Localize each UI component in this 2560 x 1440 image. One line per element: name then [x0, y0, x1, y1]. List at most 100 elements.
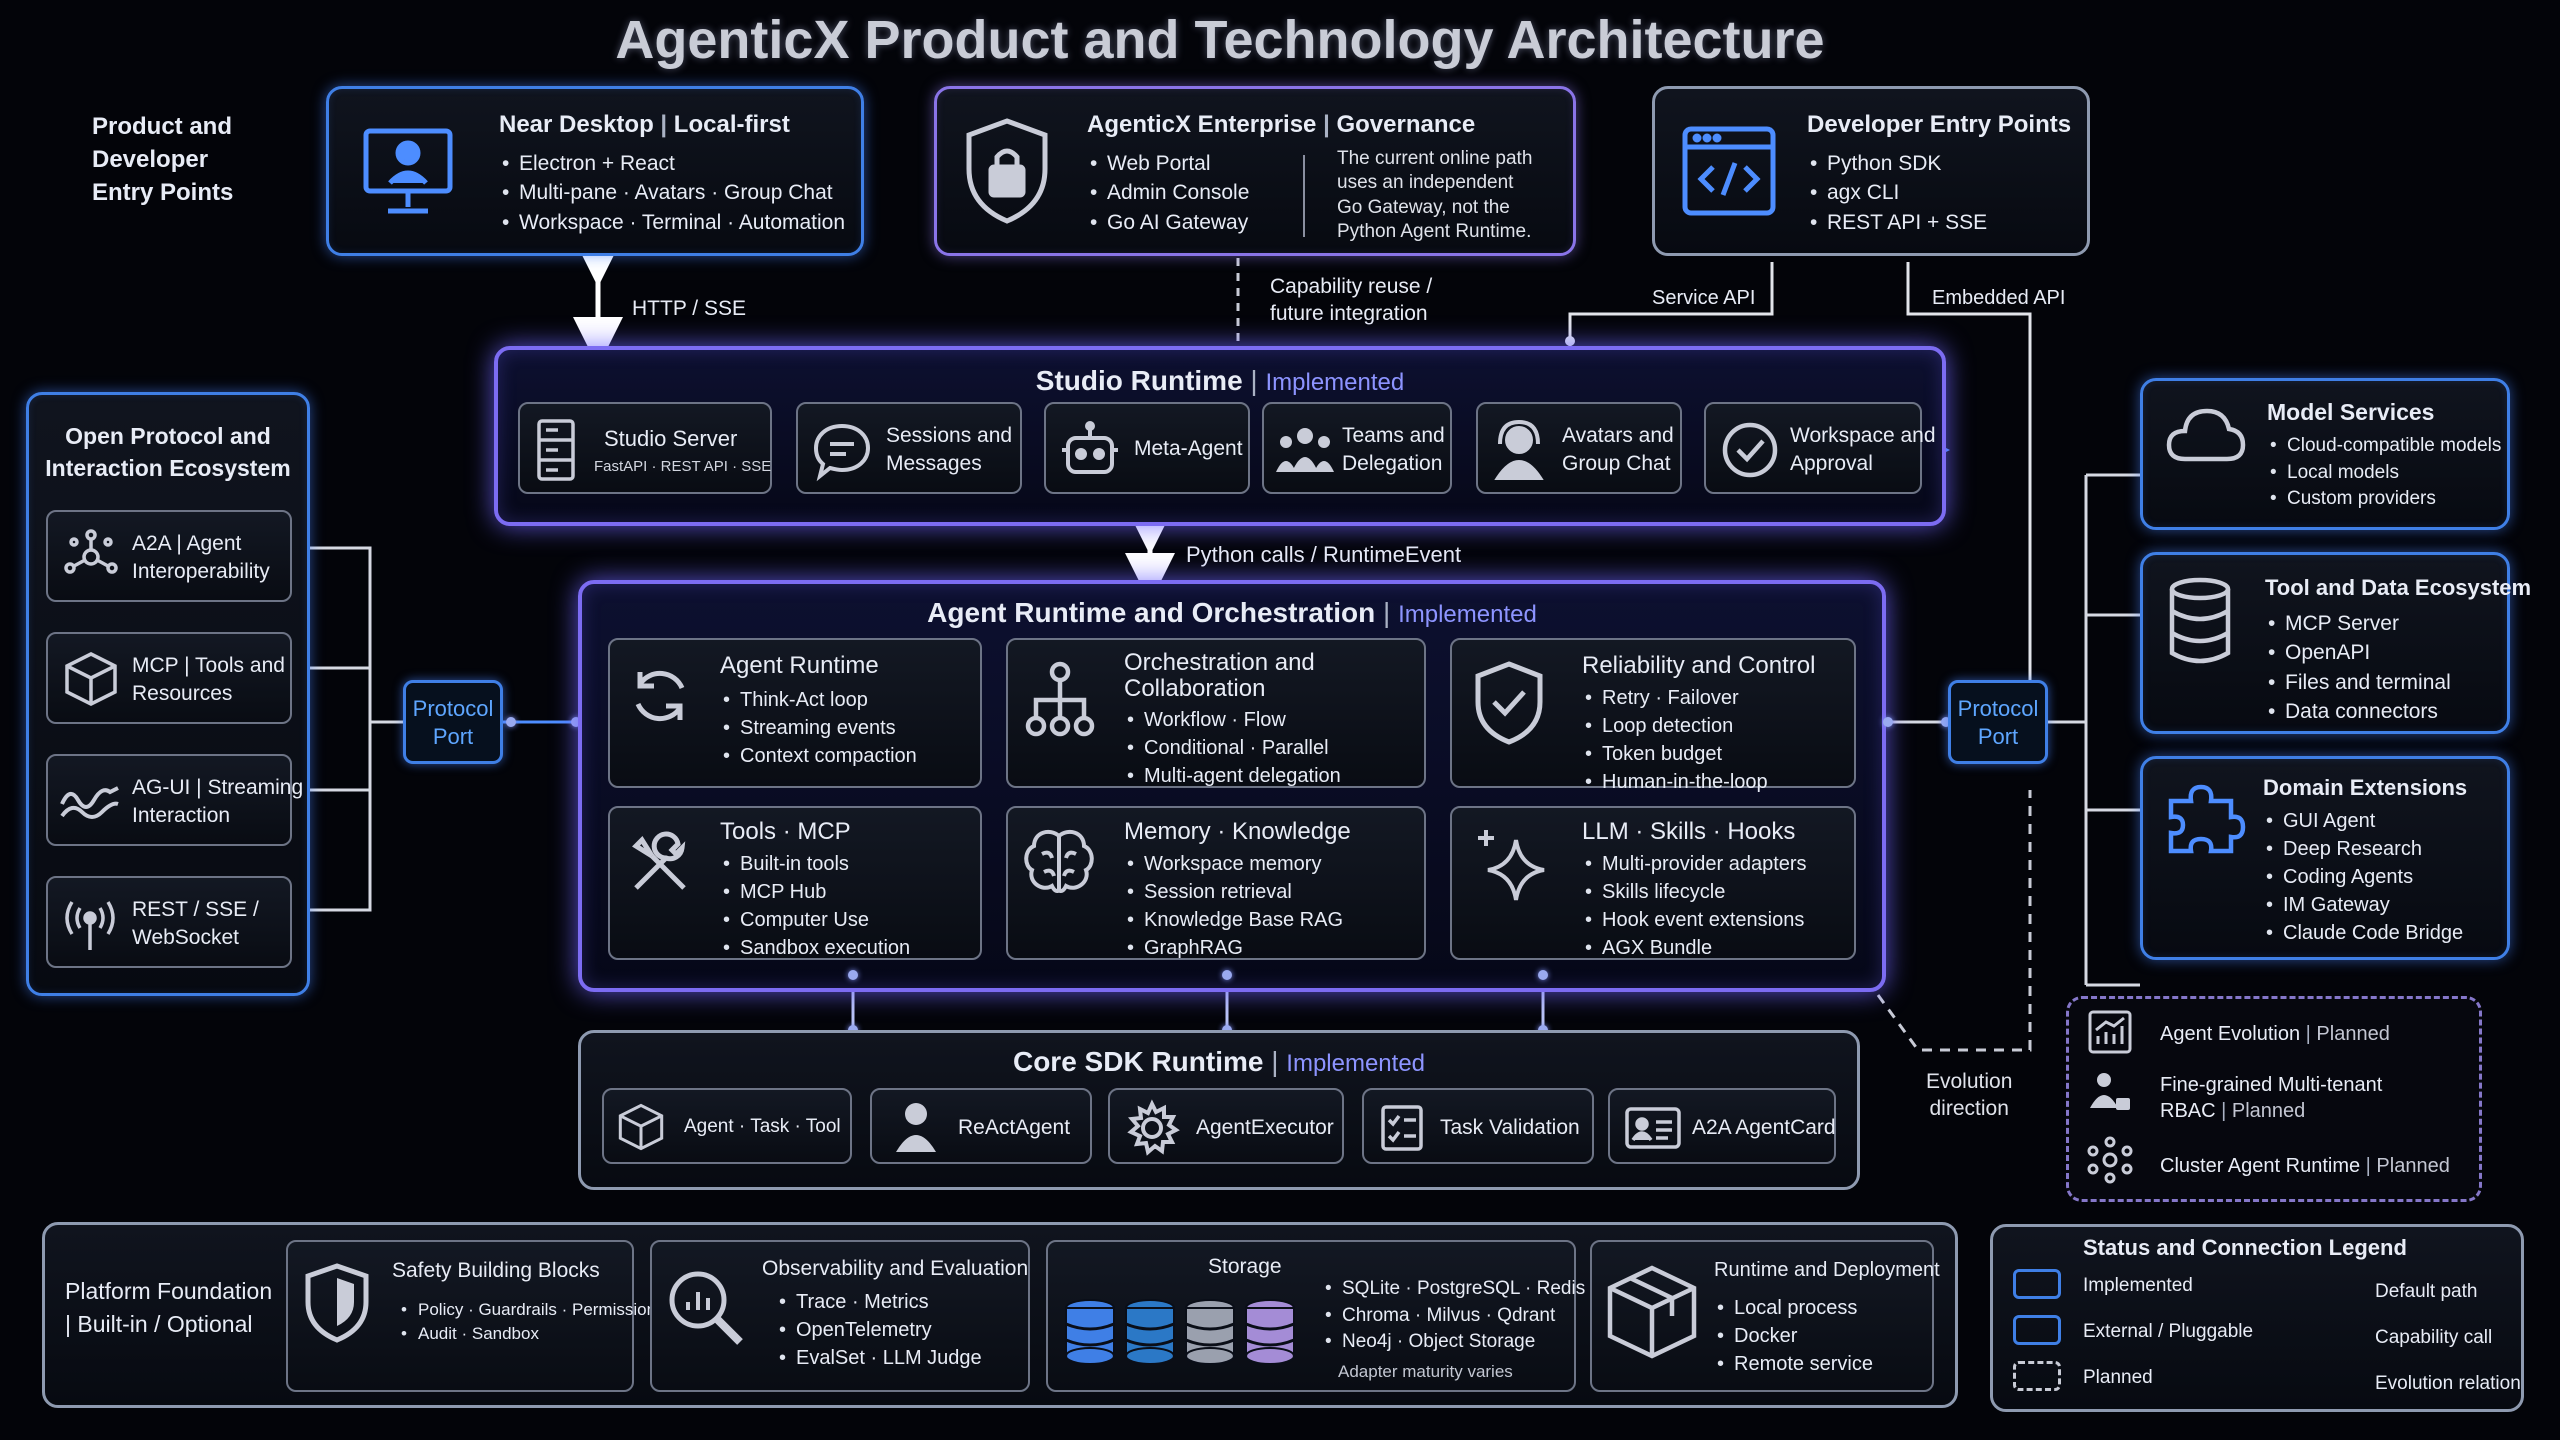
tool-data-bullets: MCP Server OpenAPI Files and terminal Da… [2267, 609, 2451, 727]
planned-features-panel[interactable] [2066, 996, 2482, 1202]
card-memory[interactable]: Memory · Knowledge Workspace memory Sess… [1006, 806, 1426, 962]
cube-icon [616, 1102, 666, 1152]
avatar-headset-icon [1492, 418, 1546, 480]
enterprise-bullets: Web Portal Admin Console Go AI Gateway [1089, 149, 1249, 238]
studio-runtime-title: Studio Runtime [1035, 365, 1243, 396]
model-services-bullets: Cloud-compatible models Local models Cus… [2269, 433, 2501, 513]
model-services-card[interactable]: Model Services Cloud-compatible models L… [2140, 378, 2510, 530]
server-icon [536, 418, 576, 482]
planned-agent-evolution: Agent Evolution | Planned [2160, 1023, 2390, 1045]
legend-planned: Planned [2083, 1367, 2153, 1388]
database-stack-icon [1062, 1298, 1298, 1368]
near-desktop-card[interactable]: Near Desktop | Local-first Electron + Re… [326, 86, 864, 256]
core-item-task-validation[interactable]: Task Validation [1362, 1088, 1594, 1164]
near-desktop-tag: Local-first [673, 111, 790, 138]
studio-server-label: Studio Server [604, 426, 738, 451]
platform-deployment[interactable]: Runtime and Deployment Local process Doc… [1590, 1240, 1940, 1392]
embedded-api-label: Embedded API [1932, 287, 2066, 309]
core-link-node-2 [1222, 970, 1232, 980]
safety-bullets: Policy · Guardrails · Permissions Audit … [400, 1298, 665, 1346]
checklist-icon [1380, 1104, 1424, 1152]
enterprise-card[interactable]: AgenticX Enterprise | Governance Web Por… [934, 86, 1576, 256]
legend-default-path: Default path [2375, 1281, 2478, 1302]
shield-lock-icon [963, 115, 1051, 227]
agent-runtime-right-node [1883, 717, 1893, 727]
legend-title: Status and Connection Legend [2083, 1235, 2407, 1260]
platform-foundation-label: Platform Foundation | Built-in / Optiona… [65, 1278, 273, 1338]
legend-capability-call: Capability call [2375, 1327, 2493, 1348]
tools-bullets: Built-in tools MCP Hub Computer Use Sand… [722, 850, 910, 962]
domain-extensions-card[interactable]: Domain Extensions GUI Agent Deep Researc… [2140, 756, 2510, 960]
agent-runtime-panel-title: Agent Runtime and Orchestration [927, 597, 1376, 628]
brain-icon [1022, 828, 1096, 898]
page-title: AgenticX Product and Technology Architec… [615, 10, 1825, 70]
puzzle-icon [2165, 783, 2246, 855]
enterprise-title: AgenticX Enterprise [1087, 111, 1317, 138]
legend-swatch-implemented [2013, 1269, 2061, 1299]
card-tools-mcp[interactable]: Tools · MCP Built-in tools MCP Hub Compu… [608, 806, 982, 962]
id-card-icon [1624, 1106, 1682, 1150]
domain-extensions-bullets: GUI Agent Deep Research Coding Agents IM… [2265, 807, 2463, 947]
studio-status: Implemented [1265, 369, 1405, 396]
trend-chart-icon [2088, 1010, 2132, 1054]
code-window-icon [1679, 123, 1779, 219]
core-agent-executor-label: AgentExecutor [1196, 1116, 1334, 1139]
check-circle-icon [1720, 420, 1780, 480]
llm-bullets: Multi-provider adapters Skills lifecycle… [1584, 850, 1806, 962]
tool-data-ecosystem-card[interactable]: Tool and Data Ecosystem MCP Server OpenA… [2140, 552, 2531, 734]
enterprise-note: The current online path uses an independ… [1337, 148, 1533, 242]
python-calls-label: Python calls / RuntimeEvent [1186, 542, 1462, 567]
platform-observability[interactable]: Observability and Evaluation Trace · Met… [650, 1240, 1030, 1392]
card-reliability[interactable]: Reliability and Control Retry · Failover… [1450, 638, 1856, 796]
left-port-node [506, 717, 516, 727]
studio-item-meta-agent[interactable]: Meta-Agent [1044, 402, 1250, 494]
developer-entry-card[interactable]: Developer Entry Points Python SDK agx CL… [1652, 86, 2090, 256]
core-item-agent-task-tool[interactable]: Agent · Task · Tool [602, 1088, 852, 1164]
agent-runtime-bullets: Think-Act loop Streaming events Context … [722, 686, 917, 770]
wrench-screwdriver-icon [626, 830, 694, 898]
core-item-a2a-agentcard[interactable]: A2A AgentCard [1608, 1088, 1836, 1164]
planned-cluster: Cluster Agent Runtime | Planned [2160, 1155, 2450, 1177]
platform-safety[interactable]: Safety Building Blocks Policy · Guardrai… [286, 1240, 665, 1392]
deployment-title: Runtime and Deployment [1714, 1259, 1940, 1281]
team-icon [1274, 422, 1336, 478]
meta-agent-label: Meta-Agent [1134, 437, 1243, 460]
card-llm-skills[interactable]: LLM · Skills · Hooks Multi-provider adap… [1450, 806, 1856, 962]
legend-panel: Status and Connection Legend Implemented… [1990, 1224, 2524, 1412]
platform-storage[interactable]: Storage SQLite · PostgreSQL · Redis Chro… [1046, 1240, 1585, 1392]
safety-title: Safety Building Blocks [392, 1259, 600, 1282]
studio-item-server[interactable]: Studio Server FastAPI · REST API · SSE [518, 402, 772, 494]
core-item-agent-executor[interactable]: AgentExecutor [1108, 1088, 1344, 1164]
http-sse-label: HTTP / SSE [632, 297, 746, 320]
core-task-validation-label: Task Validation [1440, 1116, 1580, 1139]
right-port-node [1941, 717, 1951, 727]
agent-runtime-status: Implemented [1398, 601, 1537, 628]
card-agent-runtime[interactable]: Agent Runtime Think-Act loop Streaming e… [608, 638, 982, 788]
cloud-icon [2165, 405, 2247, 465]
model-services-title: Model Services [2267, 399, 2435, 425]
users-lock-icon [2088, 1070, 2132, 1114]
enterprise-divider [1303, 155, 1305, 237]
capability-reuse-label: Capability reuse / future integration [1270, 275, 1433, 325]
robot-icon [1060, 420, 1120, 480]
core-item-react-agent[interactable]: ReActAgent [870, 1088, 1092, 1164]
protocol-item-rest[interactable]: REST / SSE /WebSocket [46, 876, 292, 968]
core-link-node-1 [848, 970, 858, 980]
llm-card-title: LLM · Skills · Hooks [1582, 818, 1796, 845]
core-agent-task-tool-label: Agent · Task · Tool [684, 1116, 841, 1137]
